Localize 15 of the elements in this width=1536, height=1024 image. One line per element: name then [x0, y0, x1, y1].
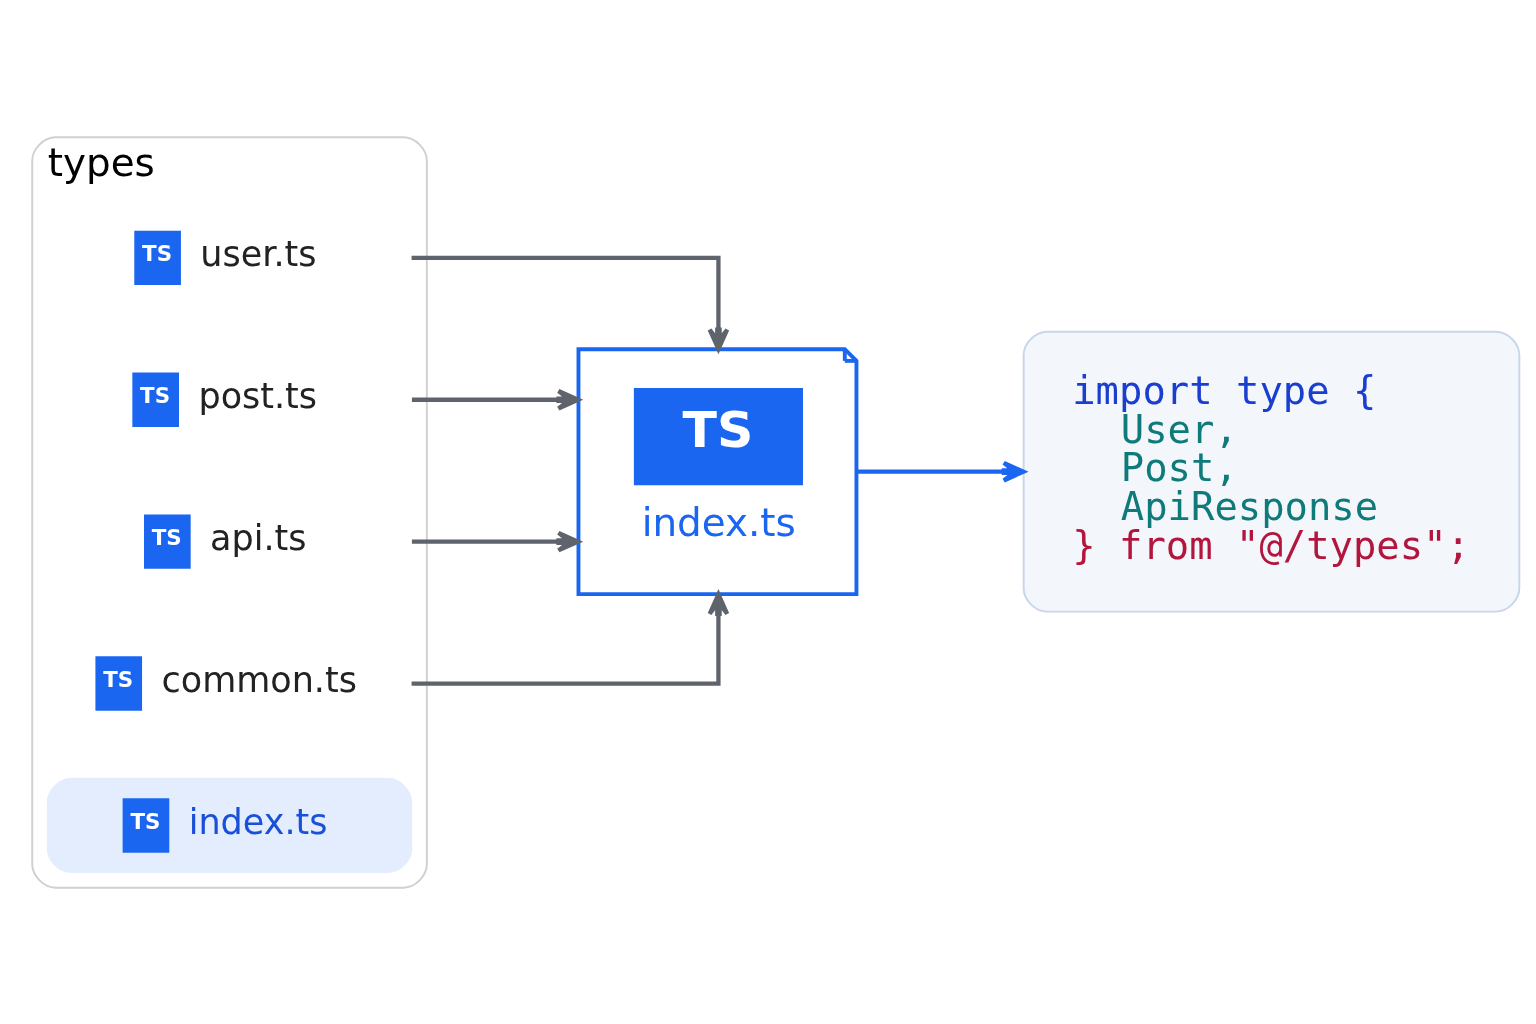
node-box: TS index.ts — [46, 777, 413, 873]
arrow — [856, 460, 1026, 483]
arrow — [411, 530, 581, 553]
node-label: user.ts — [200, 233, 317, 274]
arrow — [411, 388, 581, 411]
node-box: TS — [144, 513, 191, 569]
node-label: api.ts — [210, 517, 307, 558]
node-box: TS — [132, 372, 179, 427]
node-label: post.ts — [198, 375, 318, 416]
node-box: TS — [134, 230, 181, 285]
node-box: import type { User, Post, ApiResponse } from "@/types"; — [1022, 330, 1521, 613]
node-label: common.ts — [161, 659, 357, 700]
arrow — [411, 255, 730, 351]
arrow — [411, 591, 730, 686]
node-box: TS — [95, 655, 143, 711]
